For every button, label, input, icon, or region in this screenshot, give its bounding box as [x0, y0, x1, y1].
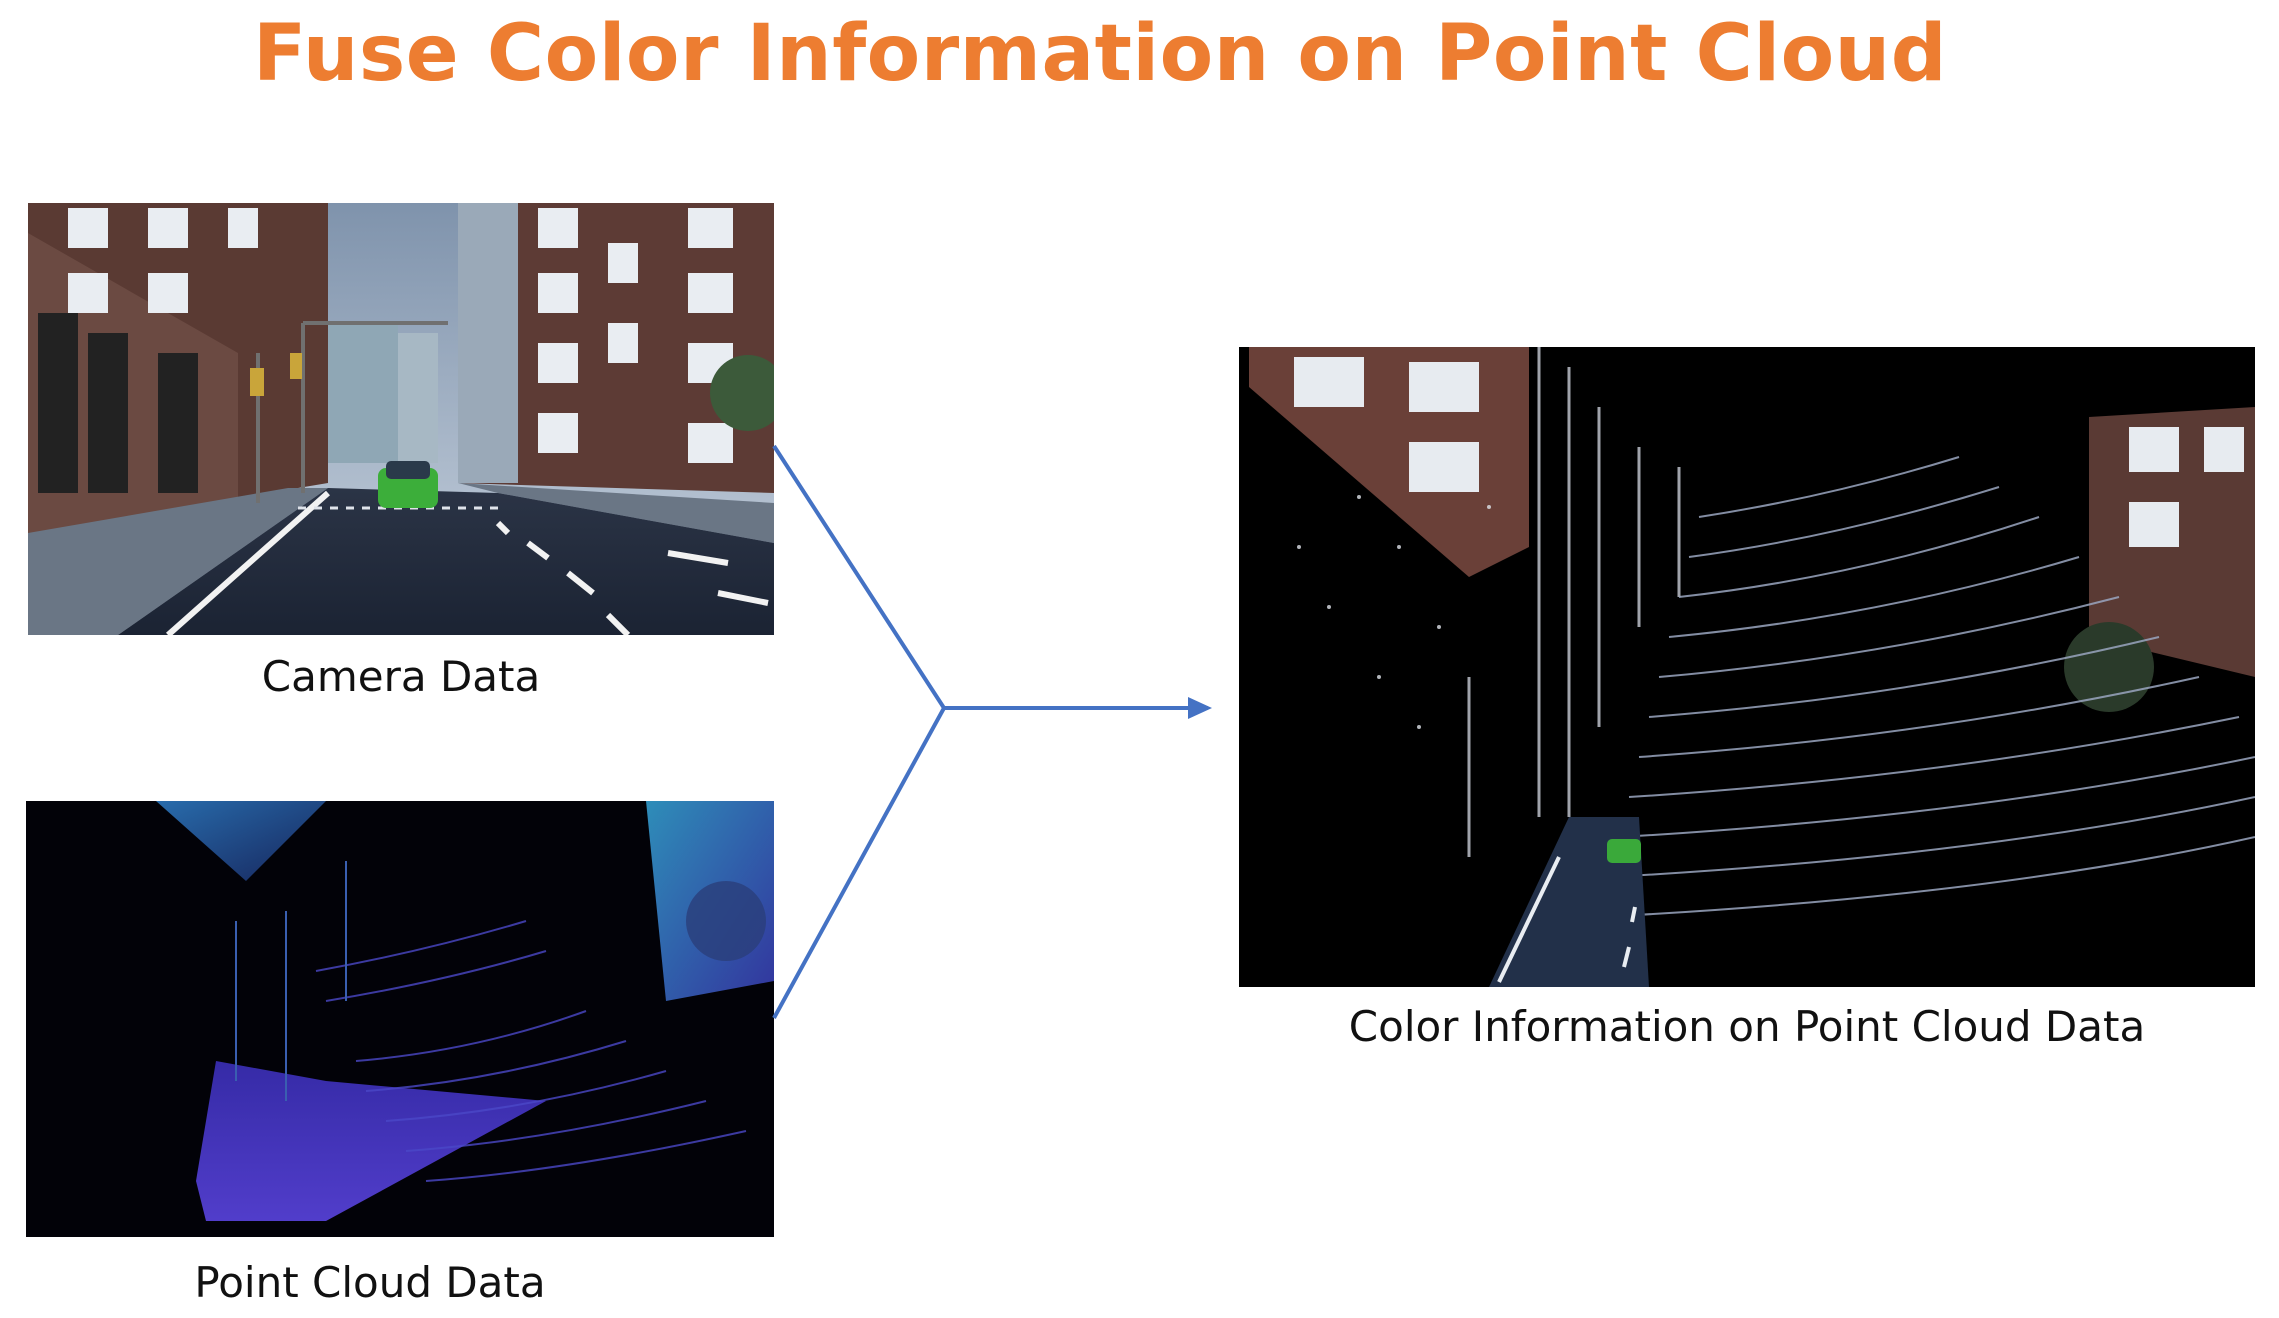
camera-data-image [28, 203, 774, 635]
arrowhead-icon [1188, 697, 1212, 719]
point-cloud-data-caption: Point Cloud Data [194, 1258, 546, 1307]
arrow-from-camera [772, 444, 946, 710]
camera-data-caption: Camera Data [261, 652, 541, 701]
fused-color-point-cloud-image [1239, 347, 2255, 987]
page-title: Fuse Color Information on Point Cloud [252, 9, 1948, 99]
point-cloud-data-image [26, 801, 774, 1237]
arrow-from-point-cloud [772, 707, 946, 1019]
fused-data-caption: Color Information on Point Cloud Data [1348, 1002, 2146, 1051]
